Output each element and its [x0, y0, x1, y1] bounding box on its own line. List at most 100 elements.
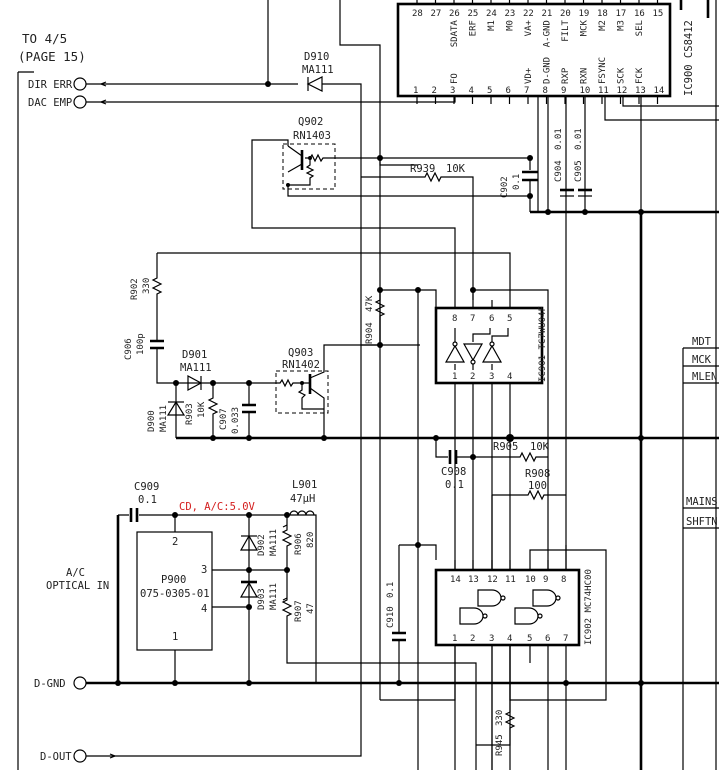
ic900-pin-name: RXP	[561, 67, 571, 84]
ic902-pin-number: 11	[505, 575, 516, 585]
bus-label-mlen: MLEN	[692, 371, 717, 383]
r945-ref: R945	[495, 734, 505, 756]
bus-label-mck: MCK	[692, 354, 712, 366]
ic900-pin-number: 18	[597, 9, 608, 19]
terminal-dir-err[interactable]	[73, 77, 87, 91]
resistor-r945-icon	[476, 700, 516, 746]
r908-ref: R908	[525, 468, 550, 480]
terminal-d-gnd[interactable]	[73, 676, 87, 690]
ic900-pin-name: M2	[598, 20, 608, 31]
terminal-label-d-out: D-OUT	[40, 751, 72, 763]
ic900-pin-number: 8	[543, 86, 548, 96]
c902-value: 0.1	[512, 174, 522, 190]
ic902-pin-number: 5	[527, 634, 532, 644]
r906-value: 820	[306, 532, 316, 548]
ic901-pin-number: 6	[489, 314, 494, 324]
ic902-pin-number: 2	[470, 634, 475, 644]
inverter-gate-icon	[462, 343, 484, 362]
terminal-dac-emp[interactable]	[73, 95, 87, 109]
q902-ref: Q902	[298, 116, 323, 128]
ic900-pin-number: 2	[432, 86, 437, 96]
ic900-pin-name: ERF	[469, 20, 479, 36]
ic901-pin-number: 8	[452, 314, 457, 324]
terminal-d-out[interactable]	[73, 749, 87, 763]
capacitor-c907-icon	[242, 403, 256, 414]
input-label-name: OPTICAL IN	[46, 580, 109, 592]
r904-ref: R904	[365, 322, 375, 344]
c905-ref: C905	[574, 160, 584, 182]
resistor-r904-icon	[374, 290, 386, 345]
bus-label-mains: MAINS	[686, 496, 718, 508]
terminal-label-d-gnd: D-GND	[34, 678, 66, 690]
diode-d903-icon	[239, 581, 259, 598]
ic902-pin-number: 1	[452, 634, 457, 644]
ic901-pin-number: 3	[489, 372, 494, 382]
ic900-pin-number: 9	[561, 86, 566, 96]
c907-value: 0.033	[231, 407, 241, 434]
ic900-pin-number: 24	[486, 9, 497, 19]
wire-d-out	[86, 700, 362, 757]
ic900-pin-number: 5	[487, 86, 492, 96]
ic900-pin-name: M1	[487, 20, 497, 31]
ic900-pin-name: VA+	[524, 20, 534, 37]
c905-value: 0.01	[574, 128, 584, 150]
arrow-left-icon	[99, 99, 107, 105]
q903-value: RN1402	[282, 359, 320, 371]
c910-ref: C910	[386, 606, 396, 628]
r903-ref: R903	[185, 403, 195, 425]
c910-value: 0.1	[386, 582, 396, 598]
d900-value: MA111	[159, 405, 169, 432]
ic901-pin-number: 5	[507, 314, 512, 324]
r903-value: 10K	[197, 401, 207, 418]
q903-ref: Q903	[288, 347, 313, 359]
ic900-pin-number: 6	[506, 86, 511, 96]
r907-ref: R907	[294, 600, 304, 622]
wire-d910-cathode	[322, 83, 362, 260]
resistor-r903-icon	[207, 383, 219, 438]
diode-d910-icon	[306, 76, 323, 92]
d902-ref: D902	[257, 534, 267, 556]
r905-ref: R905	[493, 441, 518, 453]
nand-gate-icon	[459, 607, 488, 625]
inductor-l901-icon	[289, 510, 315, 516]
resistor-r939-icon	[361, 171, 474, 300]
c904-ref: C904	[554, 160, 564, 182]
ic900-pin-name: FILT	[561, 20, 571, 42]
ic900-pin-number: 14	[654, 86, 665, 96]
ic900-pin-name: RXN	[580, 68, 590, 84]
d901-value: MA111	[180, 362, 212, 374]
nand-gate-icon	[514, 607, 543, 625]
resistor-r902-icon	[151, 253, 163, 340]
p900-pin-3: 3	[201, 564, 207, 576]
ic902-pin-number: 4	[507, 634, 512, 644]
r907-value: 47	[306, 603, 316, 614]
ic900-pin-number: 7	[524, 86, 529, 96]
diode-d900-icon	[166, 400, 186, 416]
ic902-pin-number: 9	[543, 575, 548, 585]
ic900-pin-number: 27	[431, 9, 442, 19]
ic900-pin-number: 22	[523, 9, 534, 19]
c906-value: 100p	[136, 333, 146, 355]
terminal-label-dir-err: DIR ERR	[28, 79, 73, 91]
r904-value: 47K	[365, 295, 375, 312]
d901-ref: D901	[182, 349, 207, 361]
q902-value: RN1403	[293, 130, 331, 142]
ic900-pin-number: 19	[579, 9, 590, 19]
ic900-body	[396, 2, 672, 98]
ic900-pin-number: 12	[617, 86, 628, 96]
diode-d902-icon	[239, 534, 259, 551]
resistor-r908-icon	[492, 489, 566, 501]
p900-ref: P900	[161, 574, 186, 586]
r902-value: 330	[142, 278, 152, 294]
ic900-pin-number: 16	[634, 9, 645, 19]
p900-pin-1: 1	[172, 631, 178, 643]
resistor-r907-icon	[282, 597, 288, 601]
p900-pin-2: 2	[172, 536, 178, 548]
ic900-pin-number: 28	[412, 9, 423, 19]
wire-dac-emp	[86, 96, 456, 103]
ic901-pin-number: 4	[507, 372, 512, 382]
q903-package	[275, 370, 329, 414]
ic900-pin-name: M0	[506, 20, 516, 31]
